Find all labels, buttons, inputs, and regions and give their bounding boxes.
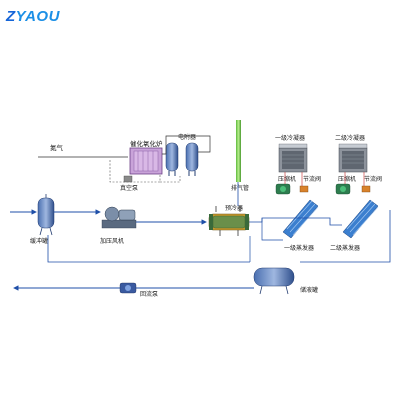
exhaust-stack — [236, 120, 241, 182]
dryer-label: 电附器 — [178, 133, 196, 141]
vacuum-pump-label: 真空泵 — [120, 184, 138, 192]
buffer-tank-label: 缓冲罐 — [30, 237, 48, 245]
throttle-valve-1-label: 节流阀 — [303, 175, 321, 183]
condenser-2 — [338, 143, 368, 173]
vacuum-pump — [109, 160, 181, 183]
throttle-valve-2 — [361, 185, 371, 193]
dryer-tanks — [165, 142, 199, 176]
condenser-2-label: 二级冷凝器 — [335, 134, 365, 142]
return-pump-label: 回流泵 — [140, 290, 158, 298]
pipe-bottom-return — [47, 235, 250, 263]
pipe-precooler-to-evaporators — [249, 217, 342, 226]
brand-logo-text: YAOU — [15, 8, 60, 25]
storage-tank-label: 储液罐 — [300, 286, 318, 294]
evaporator-2-label: 二级蒸发器 — [330, 244, 360, 252]
evaporator-1-label: 一级蒸发器 — [284, 244, 314, 252]
condenser-1 — [278, 143, 308, 173]
precooler — [208, 206, 250, 236]
brand-logo: ZYAOU — [6, 8, 60, 25]
evaporator-1 — [282, 199, 319, 239]
catalytic-furnace — [129, 147, 163, 175]
condenser-1-label: 一级冷凝器 — [275, 134, 305, 142]
pipe-evap1-branch — [261, 218, 283, 241]
dryer-top-pipe — [162, 135, 211, 155]
exhaust-pipe-label: 排气管 — [231, 184, 249, 192]
compressor-2-label: 压缩机 — [338, 175, 356, 183]
compressor-1 — [275, 183, 291, 195]
buffer-tank — [37, 194, 55, 236]
pipe-evap-return — [300, 210, 391, 263]
throttle-valve-1 — [299, 185, 309, 193]
throttle-valve-2-label: 节流阀 — [364, 175, 382, 183]
booster-fan-label: 加压风机 — [100, 237, 124, 245]
compressor-2 — [335, 183, 351, 195]
precooler-label: 预冷器 — [225, 204, 243, 212]
catalytic-furnace-label: 催化氧化炉 — [130, 139, 163, 148]
storage-tank — [253, 267, 295, 295]
booster-fan — [101, 206, 137, 229]
return-pump — [119, 282, 137, 294]
nitrogen-label: 氮气 — [50, 143, 64, 152]
evaporator-2 — [342, 199, 379, 239]
compressor-1-label: 压缩机 — [278, 175, 296, 183]
